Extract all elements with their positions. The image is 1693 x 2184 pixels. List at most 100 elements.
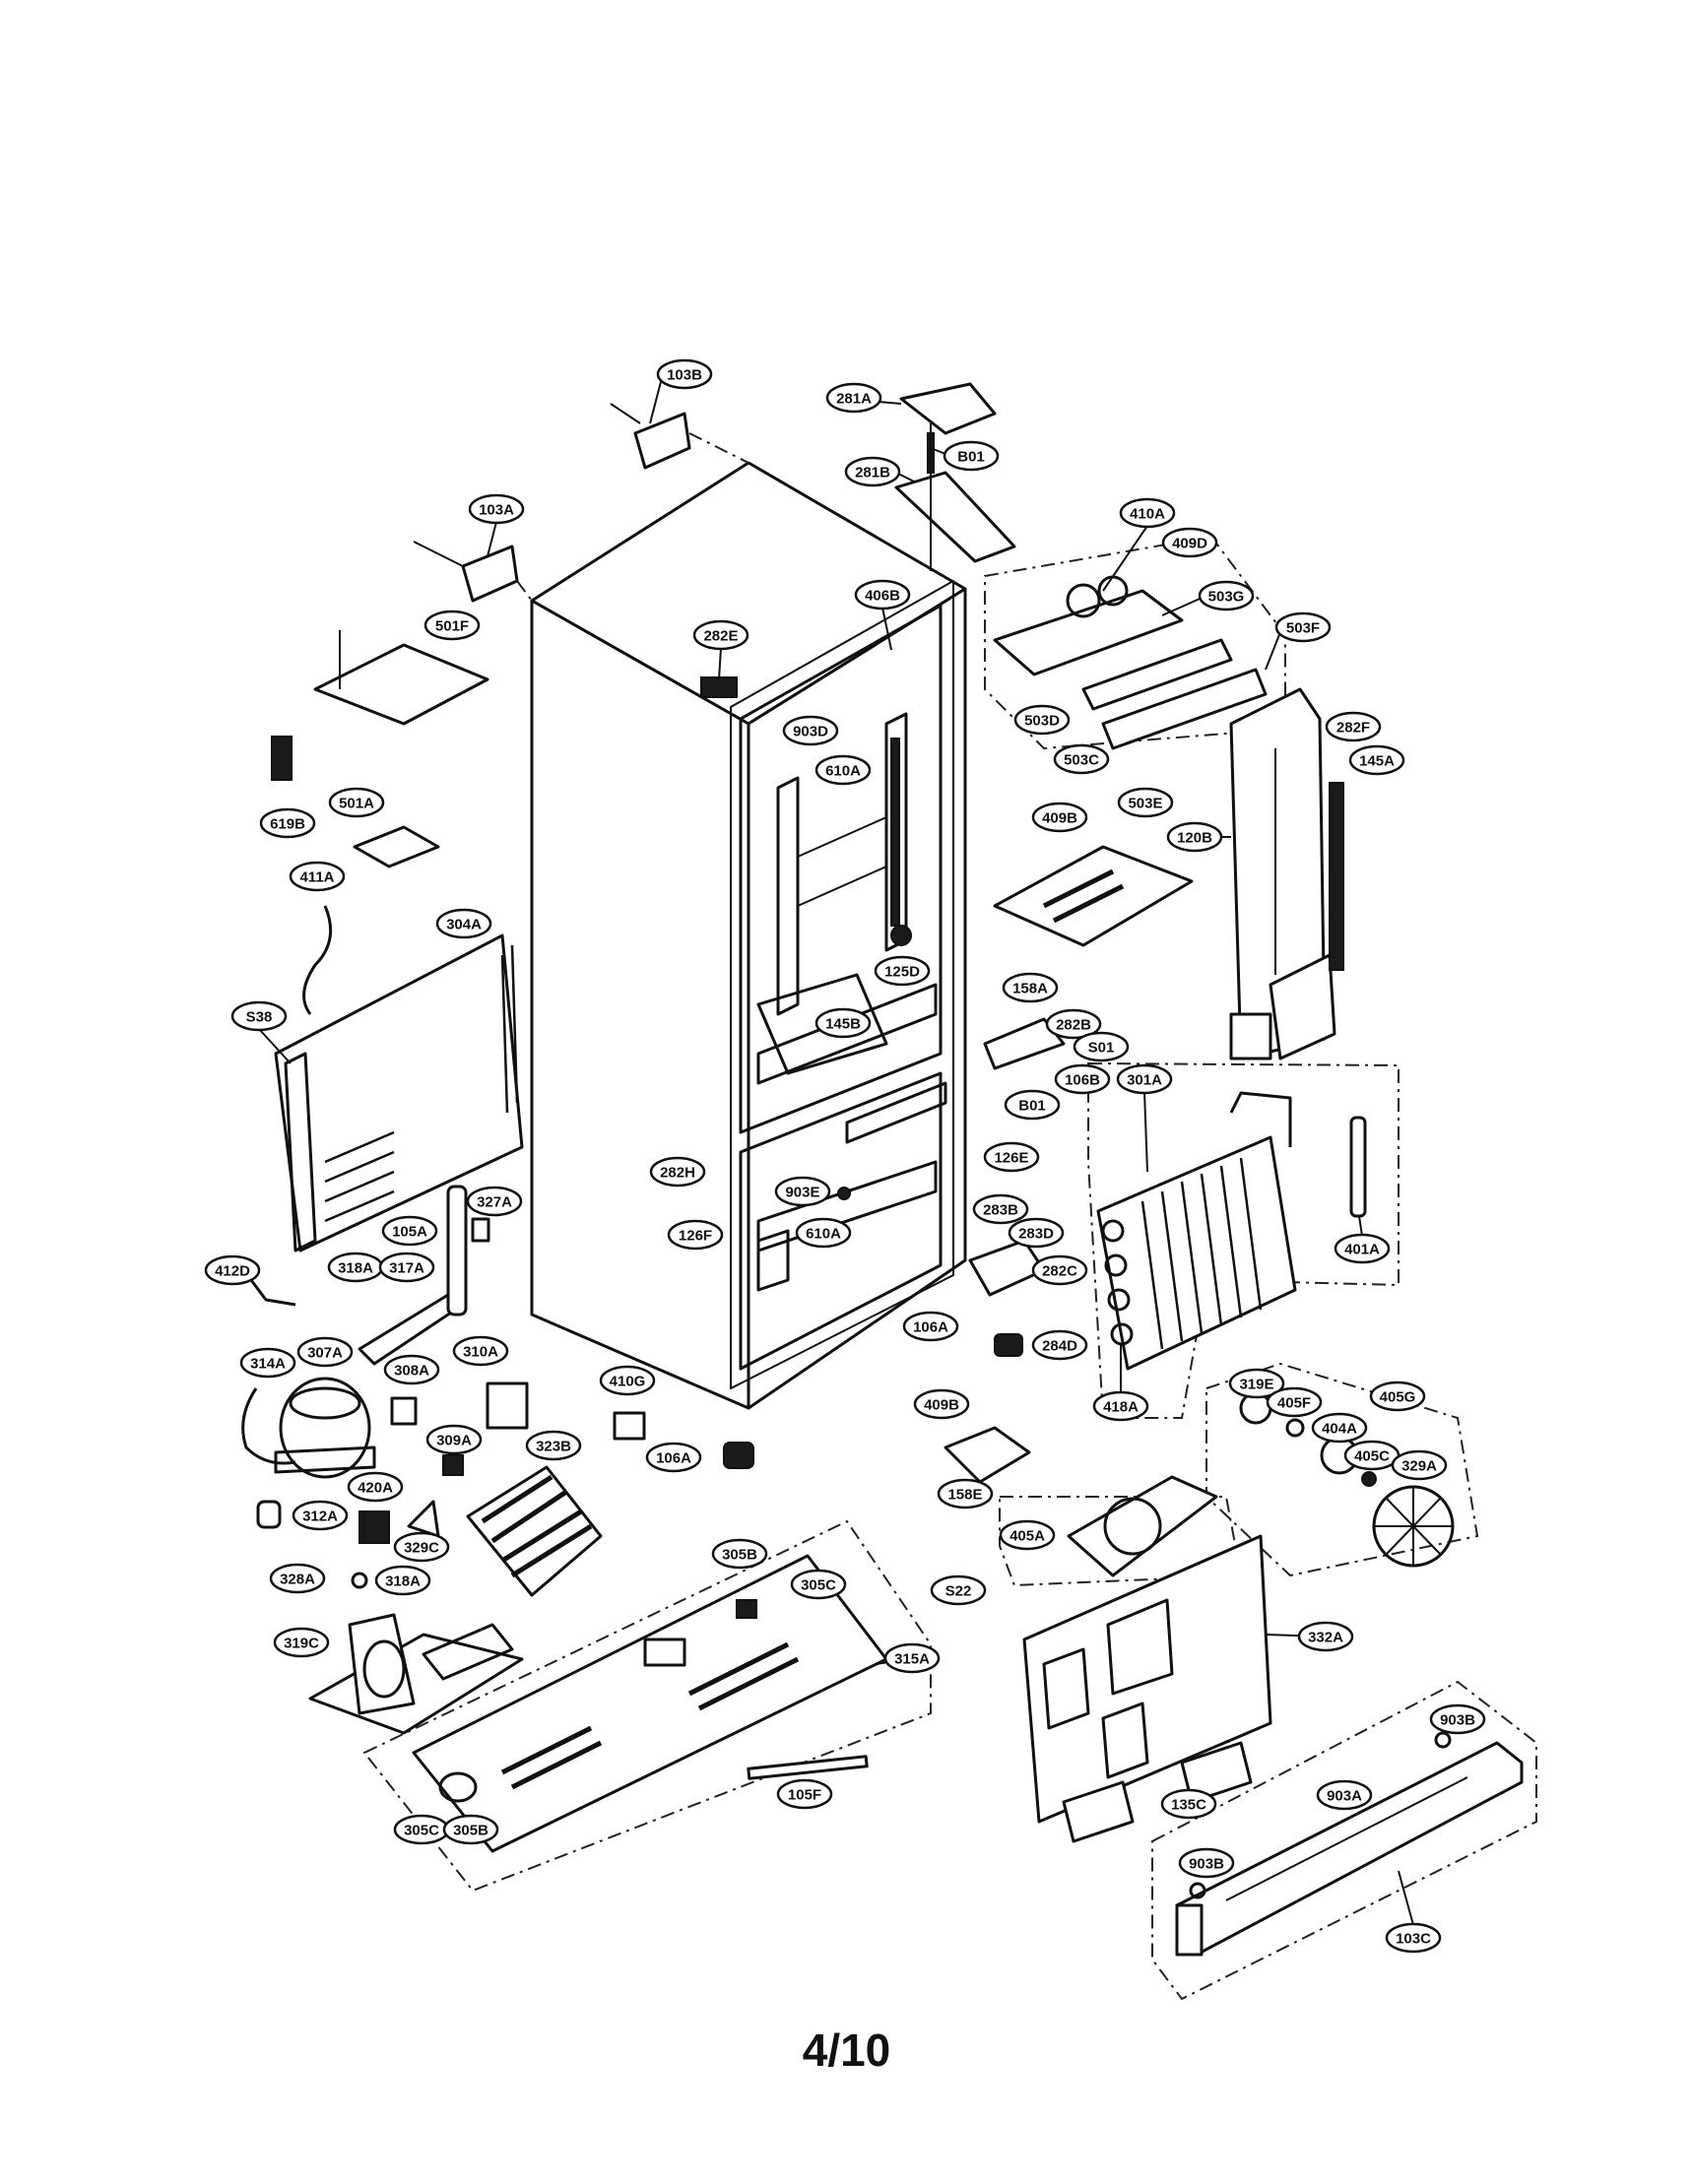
callout-label: S01 bbox=[1088, 1040, 1115, 1057]
part-callout-307a: 307A bbox=[296, 1336, 354, 1368]
callout-label: 401A bbox=[1344, 1242, 1380, 1258]
callout-oval bbox=[296, 1336, 354, 1368]
callout-label: 103B bbox=[667, 367, 702, 384]
part-105F-shape bbox=[747, 1755, 869, 1780]
callout-oval bbox=[1053, 743, 1110, 775]
callout-label: 281B bbox=[855, 465, 890, 482]
callout-oval bbox=[1119, 497, 1176, 529]
callout-label: S22 bbox=[945, 1583, 972, 1600]
callout-label: 405F bbox=[1277, 1395, 1311, 1412]
callout-label: 282B bbox=[1056, 1017, 1091, 1034]
group-outline-toe-grille bbox=[1151, 1680, 1537, 2001]
callout-label: 307A bbox=[307, 1345, 343, 1362]
part-411A-shape bbox=[302, 905, 333, 1015]
part-callout-409b: 409B bbox=[913, 1388, 970, 1420]
part-callout-406b: 406B bbox=[854, 579, 911, 610]
callout-label: 409B bbox=[1042, 810, 1077, 827]
callout-oval bbox=[937, 1478, 994, 1510]
part-callout-420a: 420A bbox=[347, 1471, 404, 1503]
part-callout-106a: 106A bbox=[902, 1311, 959, 1342]
defrost-heater-401A bbox=[1349, 1116, 1367, 1218]
part-callout-126e: 126E bbox=[983, 1141, 1040, 1173]
callout-oval bbox=[883, 1642, 941, 1674]
callout-label: 503E bbox=[1128, 796, 1162, 812]
callout-oval bbox=[599, 1365, 656, 1396]
callout-oval bbox=[347, 1471, 404, 1503]
part-callout-610a: 610A bbox=[814, 754, 872, 786]
callout-oval bbox=[1004, 1089, 1061, 1121]
callout-oval bbox=[393, 1531, 450, 1563]
part-callout-308a: 308A bbox=[383, 1354, 440, 1385]
part-callout-329a: 329A bbox=[1391, 1449, 1448, 1481]
callout-label: 126F bbox=[679, 1228, 712, 1245]
callout-oval bbox=[1348, 744, 1405, 776]
part-callout-309a: 309A bbox=[425, 1424, 483, 1455]
callout-oval bbox=[983, 1141, 1040, 1173]
top-hinge-assembly bbox=[894, 382, 1016, 571]
part-callout-120b: 120B bbox=[1166, 821, 1223, 853]
part-callout-305b: 305B bbox=[711, 1538, 768, 1570]
callout-oval bbox=[381, 1215, 438, 1247]
ice-tray-slots bbox=[1042, 868, 1125, 924]
callout-label: 106A bbox=[913, 1319, 948, 1336]
callout-label: 314A bbox=[250, 1356, 286, 1373]
part-callout-401a: 401A bbox=[1334, 1233, 1391, 1264]
part-callout-305c: 305C bbox=[790, 1569, 847, 1600]
callout-oval bbox=[1429, 1703, 1486, 1735]
callout-label: 105F bbox=[788, 1787, 821, 1804]
part-callout-283b: 283B bbox=[972, 1193, 1029, 1225]
part-405C-shape bbox=[1361, 1471, 1377, 1487]
callout-oval bbox=[1274, 611, 1332, 643]
part-103B-shape bbox=[633, 412, 691, 470]
part-callout-503f: 503F bbox=[1274, 611, 1332, 643]
part-callout-282c: 282C bbox=[1031, 1254, 1088, 1286]
part-callout-410a: 410A bbox=[1119, 497, 1176, 529]
callout-oval bbox=[1325, 711, 1382, 742]
callout-label: 323B bbox=[536, 1439, 571, 1455]
callout-oval bbox=[1045, 1008, 1102, 1040]
part-105A-shape bbox=[446, 1185, 468, 1317]
part-callout-332a: 332A bbox=[1297, 1621, 1354, 1652]
condenser-323B bbox=[466, 1465, 603, 1597]
part-callout-b01: B01 bbox=[943, 440, 1000, 472]
callout-label: 145A bbox=[1359, 753, 1395, 770]
callout-label: 410A bbox=[1130, 506, 1165, 523]
callout-label: 418A bbox=[1103, 1399, 1139, 1416]
callout-oval bbox=[844, 456, 901, 487]
callout-oval bbox=[711, 1538, 768, 1570]
callout-label: 501A bbox=[339, 796, 374, 812]
part-callout-323b: 323B bbox=[525, 1430, 582, 1461]
callout-label: 503D bbox=[1024, 713, 1060, 730]
part-308A-shape bbox=[390, 1396, 418, 1426]
part-503E-shape bbox=[1101, 668, 1268, 750]
callout-label: 406B bbox=[865, 588, 900, 605]
callout-label: 106A bbox=[656, 1450, 691, 1467]
callout-oval bbox=[999, 1519, 1056, 1551]
callout-oval bbox=[466, 1186, 523, 1217]
fan-blade-329A bbox=[1372, 1485, 1455, 1568]
callout-label: 409D bbox=[1172, 536, 1207, 552]
part-callout-610a: 610A bbox=[795, 1217, 852, 1249]
callout-label: 412D bbox=[215, 1263, 250, 1280]
callout-label: 610A bbox=[825, 763, 861, 780]
part-callout-282b: 282B bbox=[1045, 1008, 1102, 1040]
callout-oval bbox=[1369, 1381, 1426, 1412]
callout-oval bbox=[1161, 527, 1218, 558]
part-callout-409b: 409B bbox=[1031, 802, 1088, 833]
callout-label: 405G bbox=[1380, 1389, 1416, 1406]
part-callout-106b: 106B bbox=[1054, 1063, 1111, 1095]
callout-oval bbox=[1117, 787, 1174, 818]
callout-label: 305C bbox=[404, 1823, 439, 1839]
part-309A-shape bbox=[442, 1454, 464, 1476]
part-328A-shape bbox=[351, 1572, 368, 1589]
callout-label: 420A bbox=[358, 1480, 393, 1497]
part-callout-126f: 126F bbox=[667, 1219, 724, 1251]
callout-label: 105A bbox=[392, 1224, 427, 1241]
part-callout-305c: 305C bbox=[393, 1814, 450, 1845]
part-callout-305b: 305B bbox=[442, 1814, 499, 1845]
callout-oval bbox=[656, 358, 713, 390]
callout-oval bbox=[328, 787, 385, 818]
callout-label: 308A bbox=[394, 1363, 429, 1380]
